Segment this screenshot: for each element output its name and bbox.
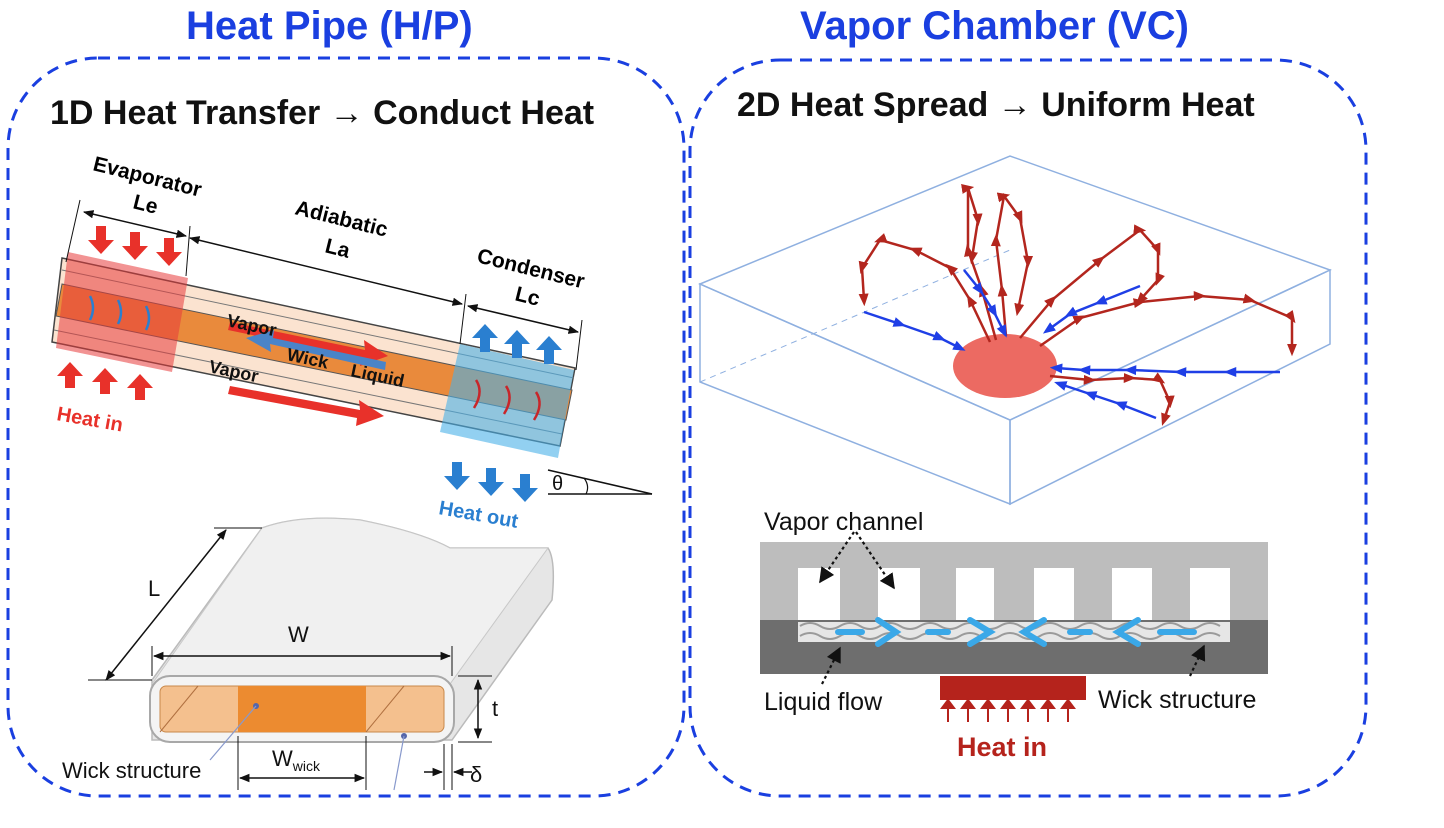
heat-in-label: Heat in [55, 403, 124, 436]
heat-pipe-drawing [51, 199, 653, 502]
wick-structure-label-vc: Wick structure [1098, 686, 1256, 714]
w-dimension-label: W [288, 622, 309, 647]
lc-label: Lc [513, 283, 543, 311]
flat-heat-pipe-drawing [88, 517, 555, 791]
vapor-chamber-panel-frame [688, 58, 1368, 798]
adiabatic-label: Adiabatic [293, 197, 391, 242]
vapor-chamber-subtitle: 2D Heat Spread → Uniform Heat [737, 86, 1255, 124]
wick-structure-label-hp: Wick structure [62, 758, 201, 783]
w-wick-dimension-label: Wwick [272, 746, 321, 774]
l-dimension-label: L [148, 576, 160, 601]
la-label: La [323, 235, 353, 263]
delta-dimension-label: δ [470, 762, 482, 787]
heat-pipe-panel-frame [6, 56, 686, 798]
heat-pipe-subtitle: 1D Heat Transfer → Conduct Heat [50, 94, 595, 132]
theta-label: θ [552, 473, 563, 495]
vapor-chamber-drawing [698, 155, 1332, 722]
vc-heat-in-label: Heat in [957, 732, 1047, 762]
le-label: Le [131, 191, 160, 219]
heat-out-label: Heat out [437, 497, 520, 533]
t-dimension-label: t [492, 696, 498, 721]
vapor-channel-label: Vapor channel [764, 508, 923, 536]
heat-pipe-title: Heat Pipe (H/P) [186, 4, 473, 48]
vapor-chamber-title: Vapor Chamber (VC) [800, 4, 1189, 48]
liquid-flow-label: Liquid flow [764, 688, 883, 716]
